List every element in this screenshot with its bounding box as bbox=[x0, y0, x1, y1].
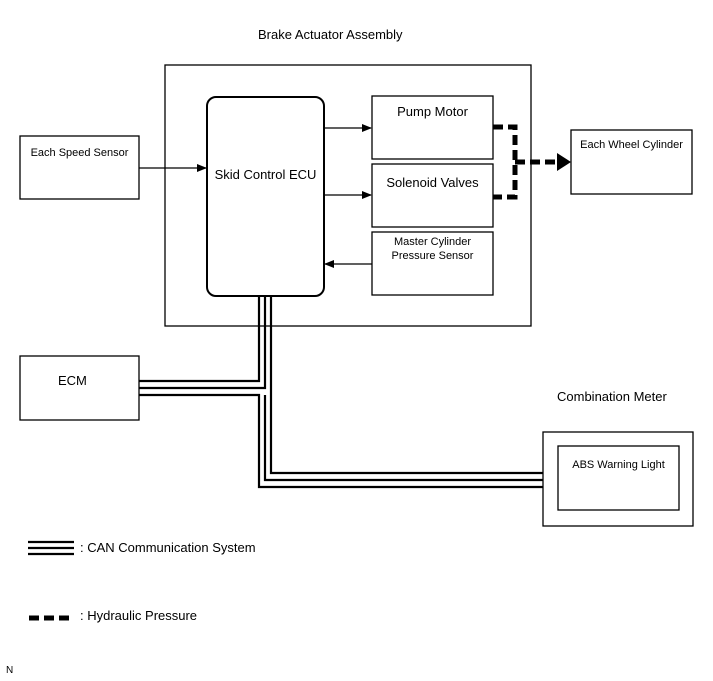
master-cylinder-label-1: Master Cylinder bbox=[393, 236, 472, 248]
can-bus-lines bbox=[139, 296, 543, 489]
assembly-title: Brake Actuator Assembly bbox=[258, 27, 403, 42]
abs-warning-light-label: ABS Warning Light bbox=[572, 459, 665, 471]
speed-sensor-box bbox=[19, 135, 140, 200]
solenoid-valves-label: Solenoid Valves bbox=[386, 175, 479, 190]
actuator-assembly-box bbox=[164, 64, 532, 327]
pump-motor-label: Pump Motor bbox=[397, 104, 468, 119]
skid-ecu-box bbox=[206, 96, 325, 297]
hydraulic-pressure-line bbox=[493, 124, 558, 200]
ecm-box bbox=[19, 355, 140, 421]
ecm-label: ECM bbox=[58, 373, 87, 388]
skid-ecu-label: Skid Control ECU bbox=[214, 167, 317, 182]
solenoid-valves-box bbox=[371, 163, 494, 228]
corner-mark: N bbox=[6, 665, 14, 676]
hydraulic-arrowhead bbox=[557, 153, 571, 171]
speed-sensor-label: Each Speed Sensor bbox=[30, 147, 129, 159]
legend-hydraulic-label: : Hydraulic Pressure bbox=[80, 608, 198, 623]
master-cylinder-label-2: Pressure Sensor bbox=[391, 250, 474, 262]
combination-meter-label: Combination Meter bbox=[557, 389, 667, 404]
abs-warning-light-box bbox=[557, 445, 680, 511]
wheel-cylinder-label: Each Wheel Cylinder bbox=[580, 139, 683, 151]
legend-can-symbol bbox=[28, 540, 74, 556]
legend-can-label: : CAN Communication System bbox=[80, 540, 256, 555]
